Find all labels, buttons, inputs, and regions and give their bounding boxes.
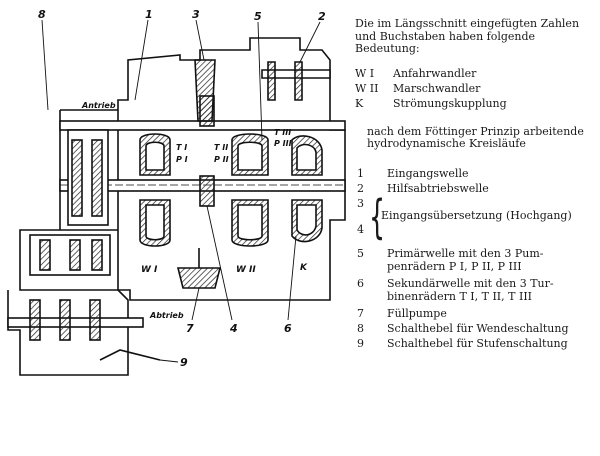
- callout-6: 6: [284, 322, 292, 335]
- legend-text: Eingangswelle: [387, 166, 469, 180]
- gear-pair-3-4: [199, 95, 215, 127]
- label-w1: W I: [141, 265, 158, 275]
- legend-intro-line: Bedeutung:: [355, 42, 420, 55]
- legend-text: binenrädern T I, T II, T III: [387, 289, 533, 303]
- label-k: K: [300, 263, 308, 273]
- callout-1: 1: [145, 8, 153, 21]
- legend-number: 1: [357, 166, 364, 180]
- legend-text: Füllpumpe: [387, 306, 447, 320]
- shift-lever-9: [99, 349, 161, 361]
- fill-pump: [176, 267, 222, 289]
- legend-text: Anfahrwandler: [393, 66, 477, 80]
- label-t1: T I: [176, 143, 187, 152]
- legend-number: 3: [357, 196, 364, 210]
- callout-5: 5: [254, 10, 262, 23]
- legend-number: 8: [357, 321, 364, 335]
- output-shaft: [7, 317, 144, 328]
- callout-3: 3: [192, 8, 200, 21]
- legend-text: penrädern P I, P II, P III: [387, 259, 522, 273]
- gearbox-cross-section-drawing: 8 1 3 5 2 7 4 6 9 Antrieb Abtrieb T I P …: [7, 8, 346, 376]
- legend-text: Strömungskupplung: [393, 96, 507, 110]
- legend-number: 4: [357, 222, 364, 236]
- legend-bracket-3-4: 3 4 { Eingangsübersetzung (Hochgang): [355, 194, 595, 243]
- callout-2: 2: [318, 10, 326, 23]
- legend-intro-line: Die im Längsschnitt eingefügten Zahlen: [355, 17, 580, 30]
- legend-number: 9: [357, 336, 364, 350]
- legend-intro-line: und Buchstaben haben folgende: [355, 29, 536, 43]
- brace-glyph: {: [369, 189, 386, 244]
- legend-text: Schalthebel für Stufenschaltung: [387, 336, 568, 350]
- legend-circuits-heading: nach dem Föttinger Prinzip arbeitende hy…: [367, 124, 584, 151]
- legend-circuits-line: hydrodynamische Kreisläufe: [367, 137, 526, 150]
- legend-number: 5: [357, 246, 364, 260]
- callout-8: 8: [38, 8, 46, 21]
- label-t3: T III: [274, 128, 291, 137]
- callout-4: 4: [229, 322, 238, 335]
- label-antrieb: Antrieb: [81, 101, 116, 110]
- legend-symbol: W I: [355, 66, 375, 80]
- legend-text: Sekundärwelle mit den 3 Tur-: [387, 276, 554, 290]
- label-w2: W II: [236, 265, 256, 275]
- legend-circuits-line: nach dem Föttinger Prinzip arbeitende: [367, 124, 584, 138]
- legend-number: 6: [357, 276, 364, 290]
- legend-symbol: W II: [355, 81, 379, 95]
- label-t2: T II: [214, 143, 228, 152]
- legend-text: Primärwelle mit den 3 Pum-: [387, 246, 544, 260]
- legend-panel: Die im Längsschnitt eingefügten Zahlen u…: [355, 17, 597, 456]
- step-gearbox-housing: [7, 289, 129, 376]
- label-p3: P III: [274, 139, 292, 148]
- legend-number: 2: [357, 181, 364, 195]
- label-abtrieb: Abtrieb: [149, 311, 184, 320]
- legend-text: Schalthebel für Wendeschaltung: [387, 321, 569, 335]
- label-p1: P I: [176, 155, 188, 164]
- legend-number: 7: [357, 306, 364, 320]
- legend-text: Hilfsabtriebswelle: [387, 181, 489, 195]
- legend-intro: Die im Längsschnitt eingefügten Zahlen u…: [355, 17, 597, 56]
- callout-7: 7: [186, 322, 194, 335]
- callout-9: 9: [180, 356, 188, 369]
- main-housing-outline: [117, 37, 346, 301]
- legend-symbol: K: [355, 96, 364, 110]
- legend-text: Eingangsübersetzung (Hochgang): [381, 208, 572, 222]
- legend-text: Marschwandler: [393, 81, 481, 95]
- label-p2: P II: [214, 155, 229, 164]
